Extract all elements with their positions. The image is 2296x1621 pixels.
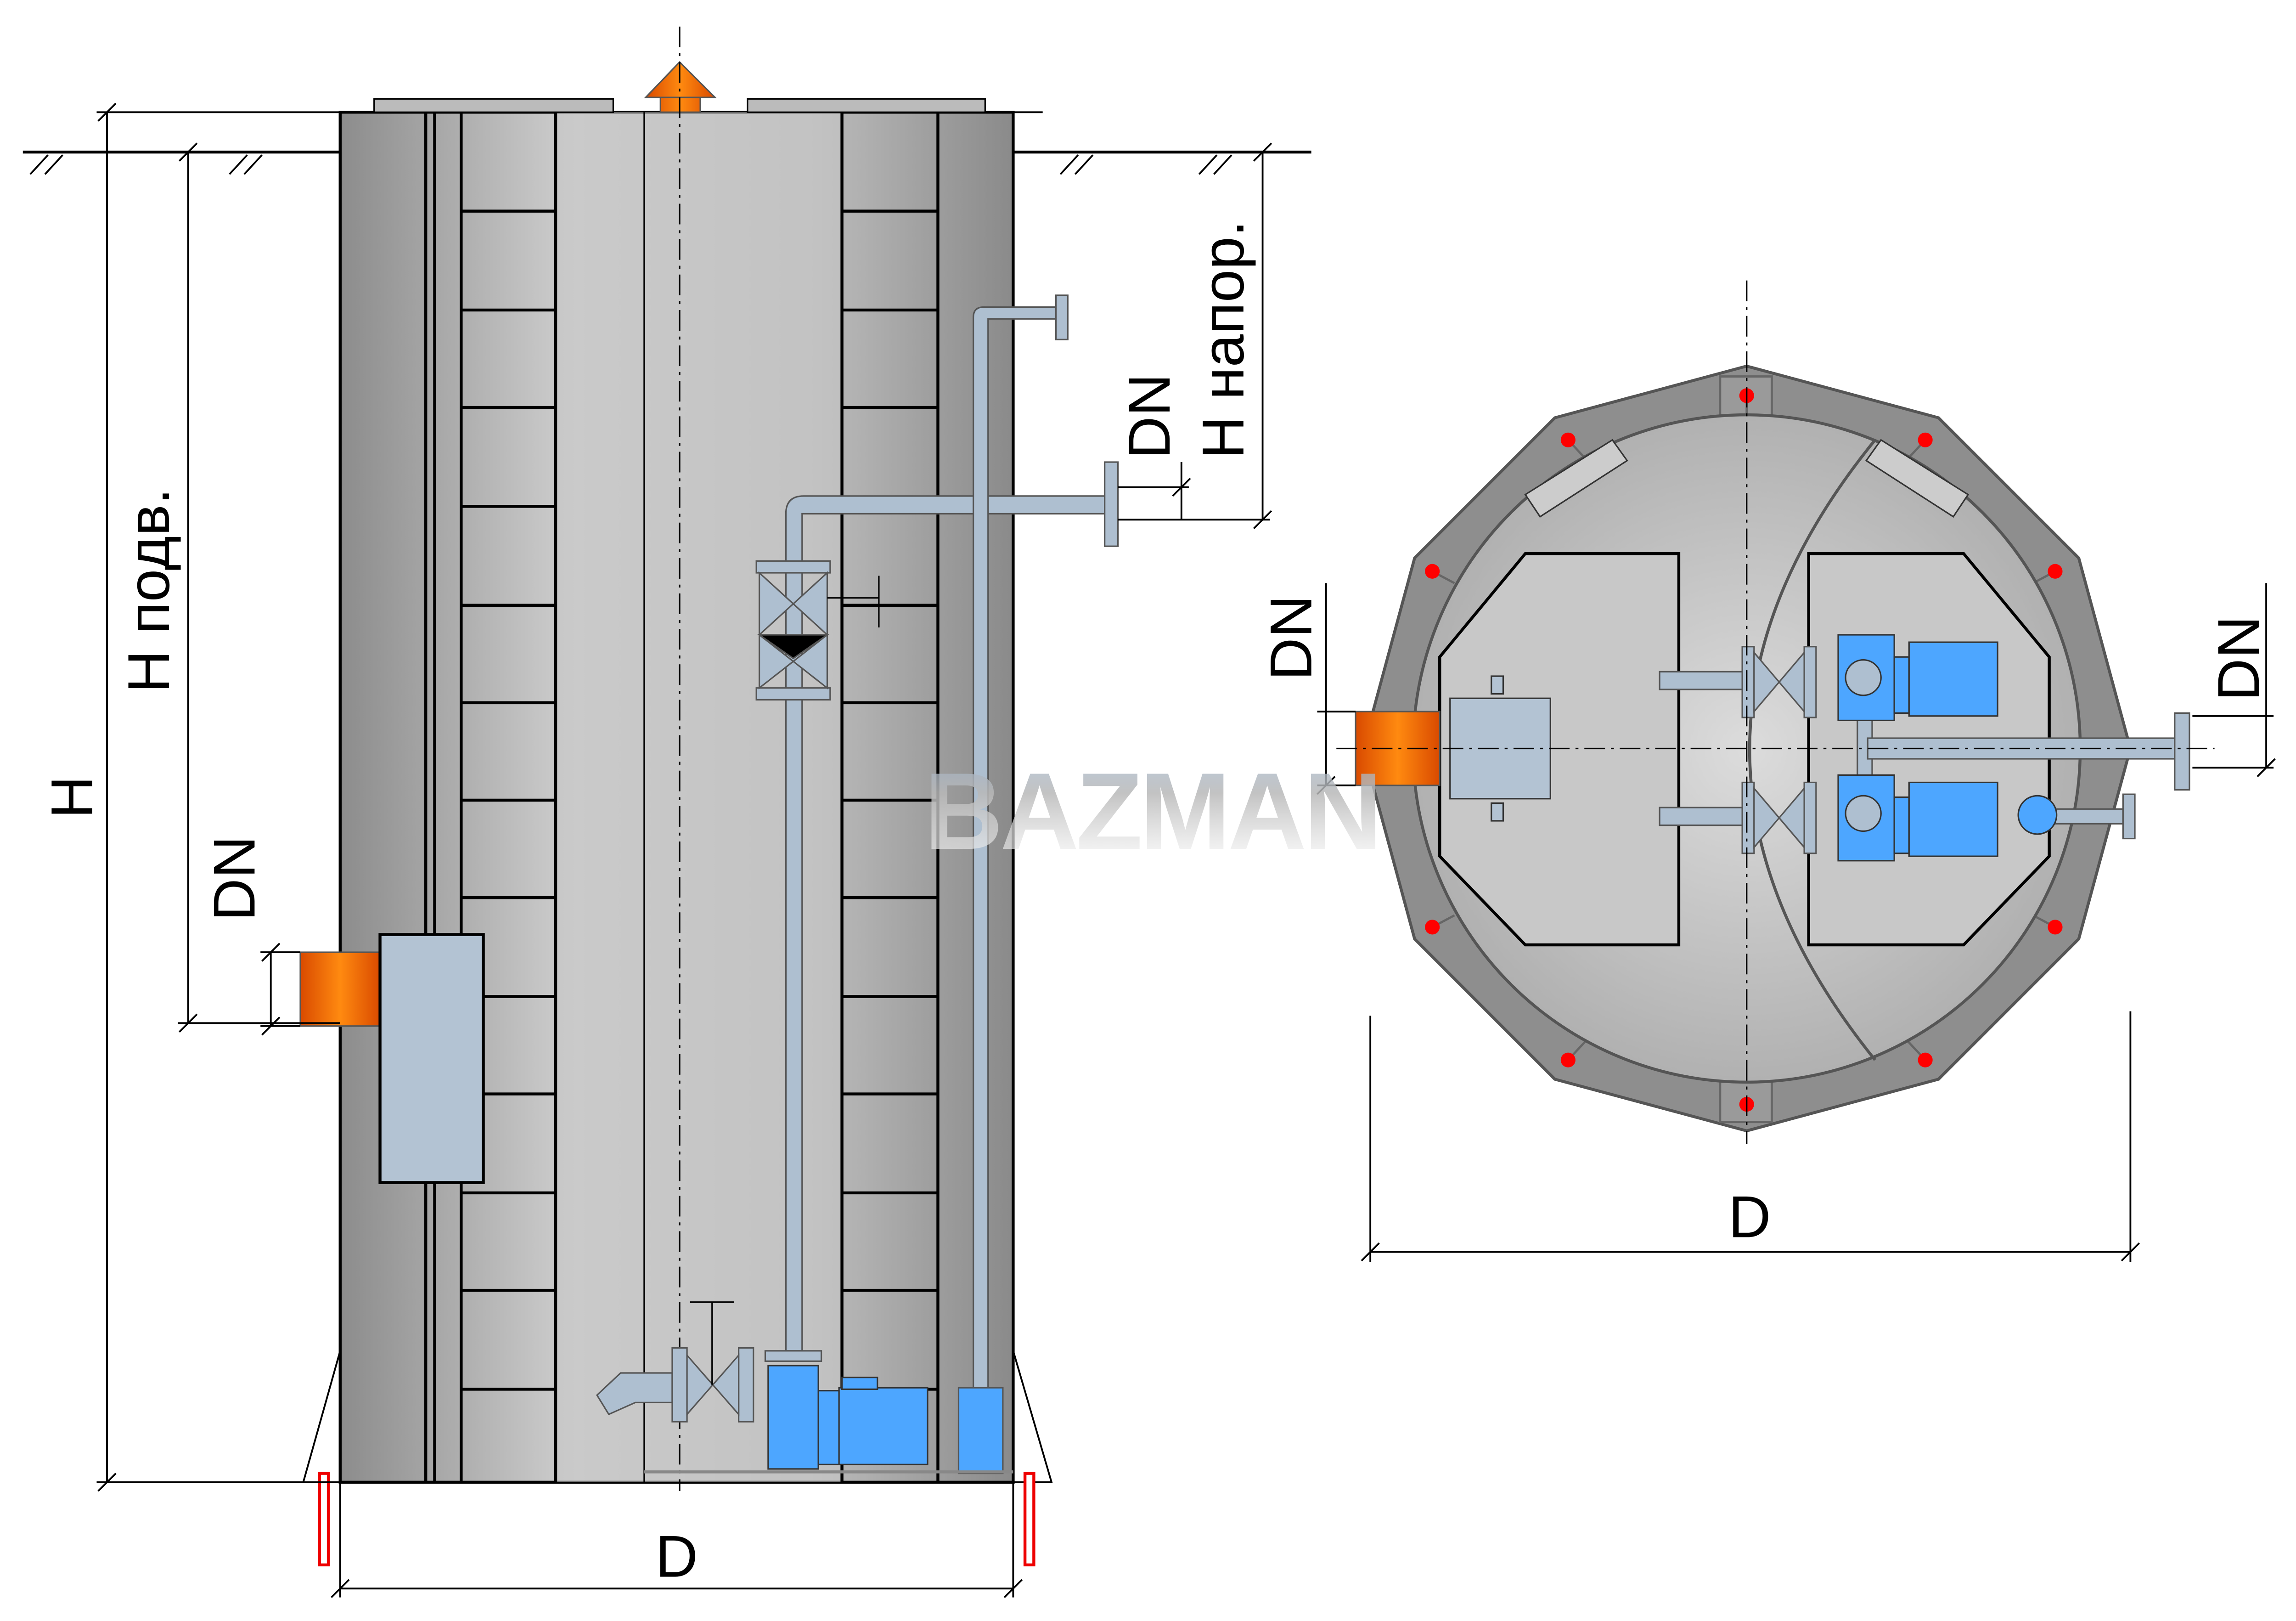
height-label: H	[39, 776, 105, 819]
inlet-height-label: H подв.	[116, 488, 182, 693]
pump-unit	[767, 1365, 929, 1470]
plan-inlet-fitting	[1491, 675, 1504, 695]
discharge-pipework	[596, 294, 1119, 1474]
diameter-label: D	[655, 1524, 698, 1590]
plan-diameter-label: D	[1728, 1184, 1771, 1250]
anchor-dots	[1425, 388, 2063, 1112]
anchor-bolts	[318, 1472, 1035, 1567]
ladder-rungs	[461, 209, 938, 1391]
ring-segments	[1432, 375, 2056, 1124]
plan-inlet-chamber	[1449, 697, 1551, 800]
pressure-height-label: H напор.	[1191, 220, 1256, 459]
plan-pumps	[1837, 634, 2058, 862]
watermark: BAZMAN	[924, 751, 1380, 872]
cover-left	[373, 98, 614, 113]
outlet-dn-label: DN	[1117, 374, 1182, 459]
plan-axes	[1336, 280, 2215, 1144]
plan-inlet-fitting	[1491, 802, 1504, 822]
plan-inlet-dn-label: DN	[1259, 595, 1324, 681]
inlet-dn-label: DN	[202, 836, 267, 921]
side-view: H H подв. DN H напор. DN D	[23, 26, 1311, 1598]
plan-outlet-dn-label: DN	[2206, 616, 2272, 701]
inlet-chamber	[378, 933, 485, 1184]
tank-vertical-lines	[424, 112, 940, 1482]
inlet-pipe	[299, 951, 381, 1027]
partition-arc	[1748, 439, 1876, 1061]
ground-hatch	[29, 154, 1232, 175]
plan-dimension-lines	[1317, 583, 2276, 1262]
dimension-lines	[96, 102, 1272, 1598]
plan-view: D DN DN	[1259, 280, 2276, 1262]
cover-right	[747, 98, 986, 113]
hatch-frames	[1524, 439, 1970, 518]
